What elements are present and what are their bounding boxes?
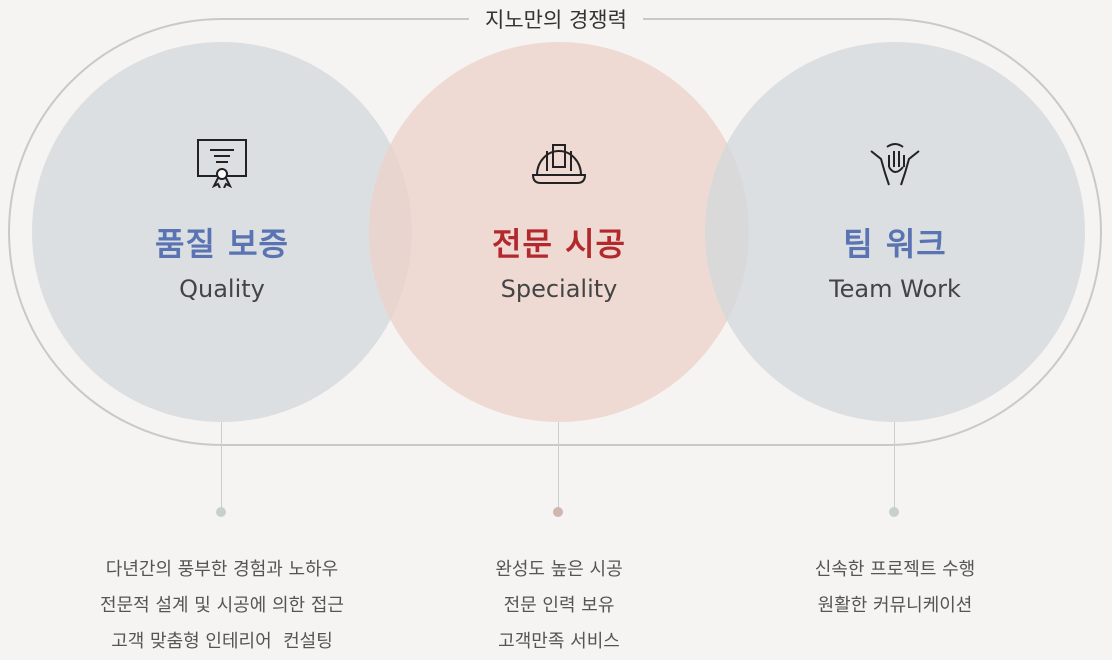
speciality-title-en: Speciality: [500, 275, 618, 303]
quality-title-kr: 품질 보증: [155, 225, 289, 263]
circle-quality: [32, 42, 412, 422]
desc-line: 신속한 프로젝트 수행: [814, 559, 976, 580]
desc-line: 고객 맞춤형 인테리어 컨설팅: [111, 631, 333, 652]
quality-title-en: Quality: [179, 275, 265, 303]
connector-dot: [889, 507, 899, 517]
speciality-description: 완성도 높은 시공 전문 인력 보유 고객만족 서비스: [389, 552, 729, 660]
connector-line: [221, 422, 222, 512]
desc-line: 완성도 높은 시공: [495, 559, 623, 580]
desc-line: 전문 인력 보유: [503, 595, 615, 616]
hard-hat-icon: [369, 135, 749, 189]
desc-line: 고객만족 서비스: [498, 631, 620, 652]
circle-speciality: [369, 42, 749, 422]
circle-teamwork: [705, 42, 1085, 422]
teamwork-description: 신속한 프로젝트 수행 원활한 커뮤니케이션: [725, 552, 1065, 624]
teamwork-hands-icon: [705, 135, 1085, 189]
connector-dot: [553, 507, 563, 517]
title-text: 지노만의 경쟁력: [469, 8, 643, 32]
connector-line: [558, 422, 559, 512]
quality-description: 다년간의 풍부한 경험과 노하우 전문적 설계 및 시공에 의한 접근 고객 맞…: [52, 552, 392, 660]
connector-line: [894, 422, 895, 512]
connector-dot: [216, 507, 226, 517]
section-title: 지노만의 경쟁력: [0, 4, 1112, 34]
desc-line: 원활한 커뮤니케이션: [817, 595, 973, 616]
desc-line: 다년간의 풍부한 경험과 노하우: [105, 559, 339, 580]
speciality-block: 전문 시공 Speciality: [369, 135, 749, 303]
quality-block: 품질 보증 Quality: [32, 135, 412, 303]
teamwork-block: 팀 워크 Team Work: [705, 135, 1085, 303]
speciality-title-kr: 전문 시공: [492, 225, 626, 263]
teamwork-title-kr: 팀 워크: [843, 225, 947, 263]
desc-line: 전문적 설계 및 시공에 의한 접근: [100, 595, 344, 616]
certificate-icon: [32, 135, 412, 189]
teamwork-title-en: Team Work: [829, 275, 961, 303]
